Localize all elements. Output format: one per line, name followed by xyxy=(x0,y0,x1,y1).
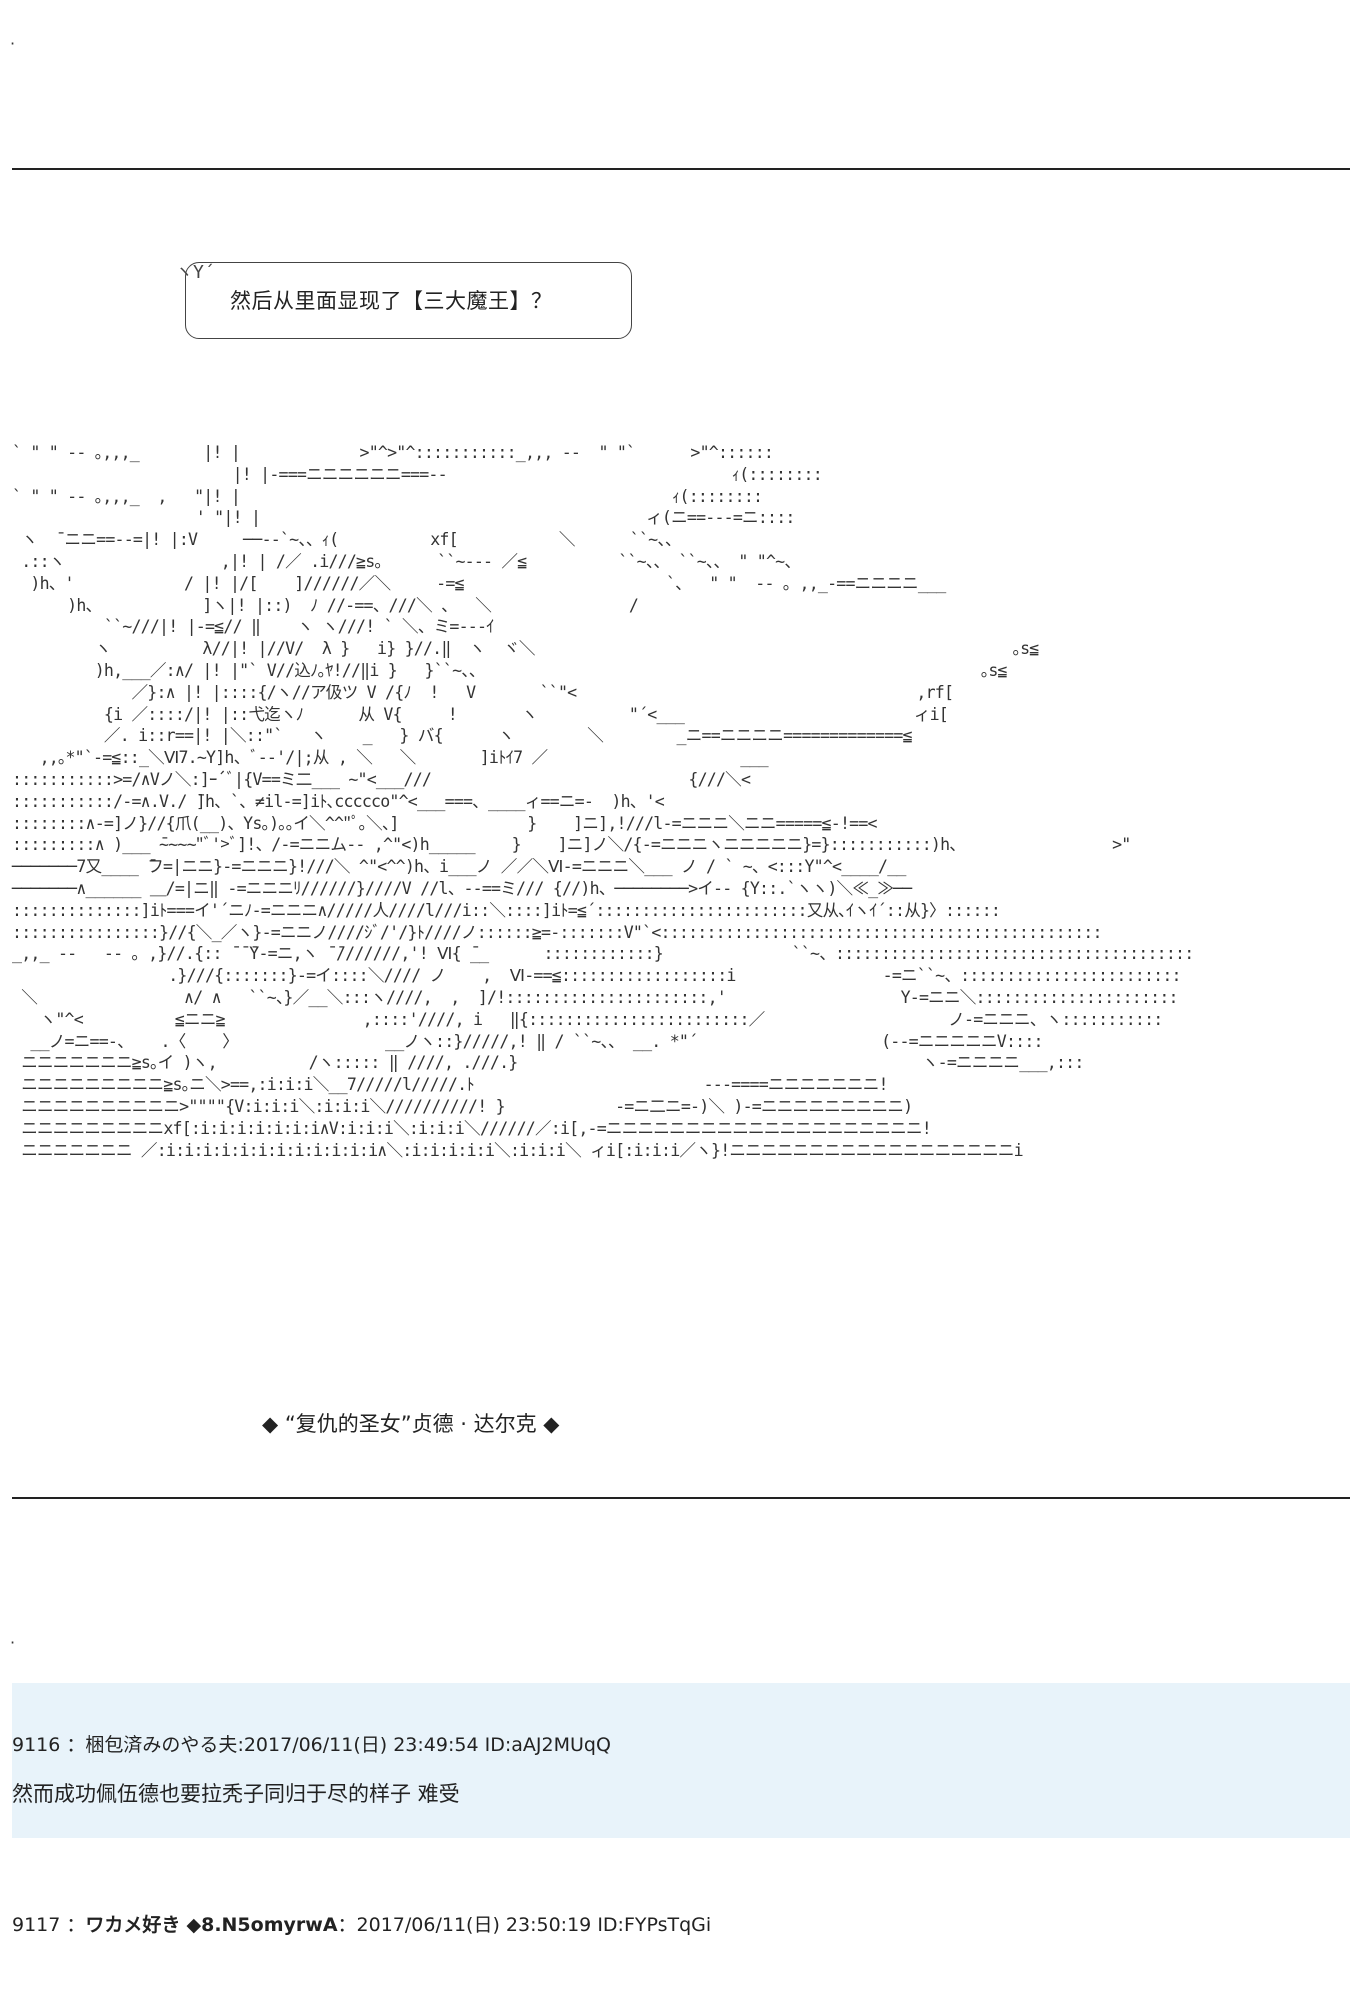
post-highlight xyxy=(12,1683,1350,1838)
post-header: 9116 ：梱包済みのやる夫:2017/06/11(日) 23:49:54 ID… xyxy=(12,1730,611,1757)
character-caption: ◆ “复仇的圣女”贞德 · 达尔克 ◆ xyxy=(262,1412,560,1436)
speech-bubble-text: 然后从里面显现了【三大魔王】？ xyxy=(230,289,553,313)
post-datetime: 2017/06/11(日) 23:49:54 xyxy=(243,1734,479,1756)
post-separator: ： xyxy=(66,1734,86,1756)
post-tripcode: ◆8.N5omyrwA xyxy=(186,1914,338,1936)
post-number[interactable]: 9116 xyxy=(12,1734,61,1756)
post-id[interactable]: ID:aAJ2MUqQ xyxy=(484,1734,611,1756)
top-marker: · xyxy=(10,34,16,53)
post-id[interactable]: ID:FYPsTqGi xyxy=(597,1914,712,1936)
post-datetime: 2017/06/11(日) 23:50:19 xyxy=(356,1914,592,1936)
speech-bubble-tail: ヽY´ xyxy=(175,262,215,283)
bottom-marker: · xyxy=(10,1633,16,1652)
post-author: 梱包済みのやる夫 xyxy=(85,1734,238,1756)
post-header: 9117 ：ワカメ好き ◆8.N5omyrwA：2017/06/11(日) 23… xyxy=(12,1910,711,1937)
post-separator: ： xyxy=(66,1914,86,1936)
post-body: 然而成功佩伍德也要拉秃子同归于尽的样子 难受 xyxy=(12,1782,460,1806)
top-divider xyxy=(12,168,1350,170)
post-separator: ： xyxy=(337,1914,357,1936)
bottom-divider xyxy=(12,1497,1350,1499)
post-number[interactable]: 9117 xyxy=(12,1914,61,1936)
post-separator: : xyxy=(237,1734,244,1756)
speech-bubble xyxy=(185,262,632,339)
post-author: ワカメ好き xyxy=(85,1914,181,1936)
ascii-art: ` " " -- ｡,,,_ |! | >"^>"^:::::::::::_,,… xyxy=(12,443,1194,1160)
